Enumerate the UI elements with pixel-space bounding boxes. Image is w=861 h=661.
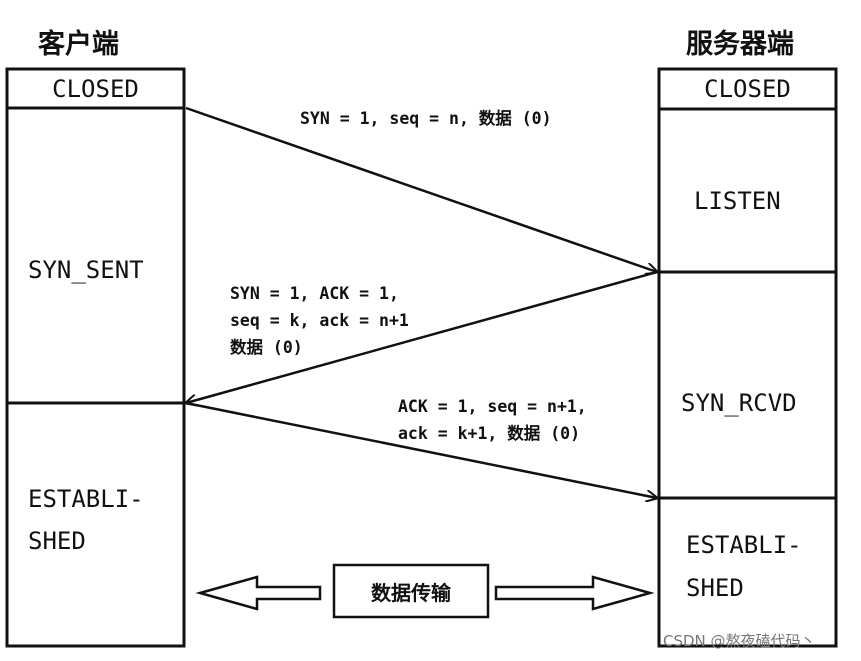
server-column-frame — [657, 67, 838, 648]
left-block-arrow — [195, 575, 322, 611]
client-column — [5, 67, 186, 648]
right-block-arrow — [494, 575, 655, 611]
data-transfer-label: 数据传输 — [371, 581, 451, 605]
syn-message-line1: SYN = 1, seq = n, 数据 (0) — [300, 109, 552, 128]
server-state-syn-rcvd: SYN_RCVD — [681, 389, 797, 417]
server-state-established-line2: SHED — [686, 574, 744, 602]
syn-ack-arrow — [186, 270, 658, 403]
client-state-established-line1: ESTABLI- — [28, 485, 144, 513]
ack-arrow — [185, 401, 657, 498]
syn-ack-message-line1: SYN = 1, ACK = 1, — [230, 284, 399, 303]
client-title: 客户端 — [38, 29, 119, 60]
ack-message-line2: ack = k+1, 数据 (0) — [398, 424, 581, 443]
ack-message-line1: ACK = 1, seq = n+1, — [398, 397, 587, 416]
client-column-frame — [5, 67, 186, 648]
syn-message: SYN = 1, seq = n, 数据 (0) — [300, 105, 552, 132]
server-state-established-line1: ESTABLI- — [686, 531, 802, 559]
data-transfer-arrows — [195, 563, 655, 619]
csdn-watermark: CSDN @熬夜磕代码丶 — [663, 632, 816, 650]
syn-arrow — [185, 106, 657, 272]
data-transfer-box — [332, 563, 490, 619]
syn-ack-message: SYN = 1, ACK = 1, seq = k, ack = n+1 数据 … — [230, 280, 409, 361]
syn-ack-message-line2: seq = k, ack = n+1 — [230, 311, 409, 330]
server-state-listen: LISTEN — [694, 187, 781, 215]
syn-ack-message-line3: 数据 (0) — [230, 338, 303, 357]
server-column — [657, 67, 838, 648]
server-title: 服务器端 — [686, 29, 794, 60]
client-state-closed: CLOSED — [52, 75, 139, 103]
ack-message: ACK = 1, seq = n+1, ack = k+1, 数据 (0) — [398, 393, 587, 447]
client-state-established-line2: SHED — [28, 527, 86, 555]
client-state-syn-sent: SYN_SENT — [28, 256, 144, 284]
server-state-closed: CLOSED — [704, 75, 791, 103]
